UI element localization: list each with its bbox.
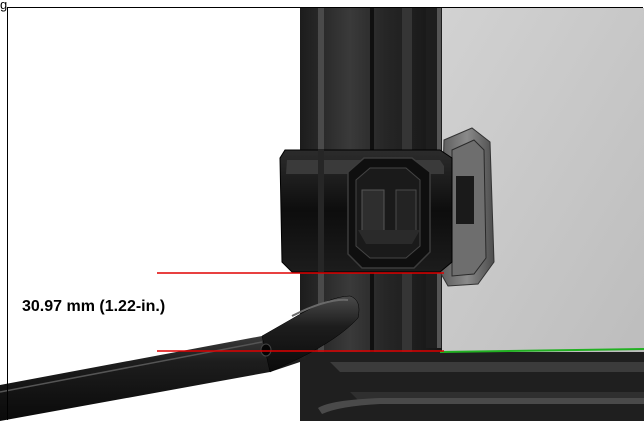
trim-tool-icon (0, 295, 360, 421)
hinge-clip-icon (279, 149, 453, 273)
bottom-frame-rail (300, 352, 644, 421)
figure-frame (7, 7, 643, 420)
dimension-label: 30.97 mm (1.22-in.) (22, 298, 166, 315)
edge-highlight-lower (439, 348, 644, 353)
hinge-bracket (439, 127, 495, 287)
figure-header-text: g (0, 0, 8, 12)
